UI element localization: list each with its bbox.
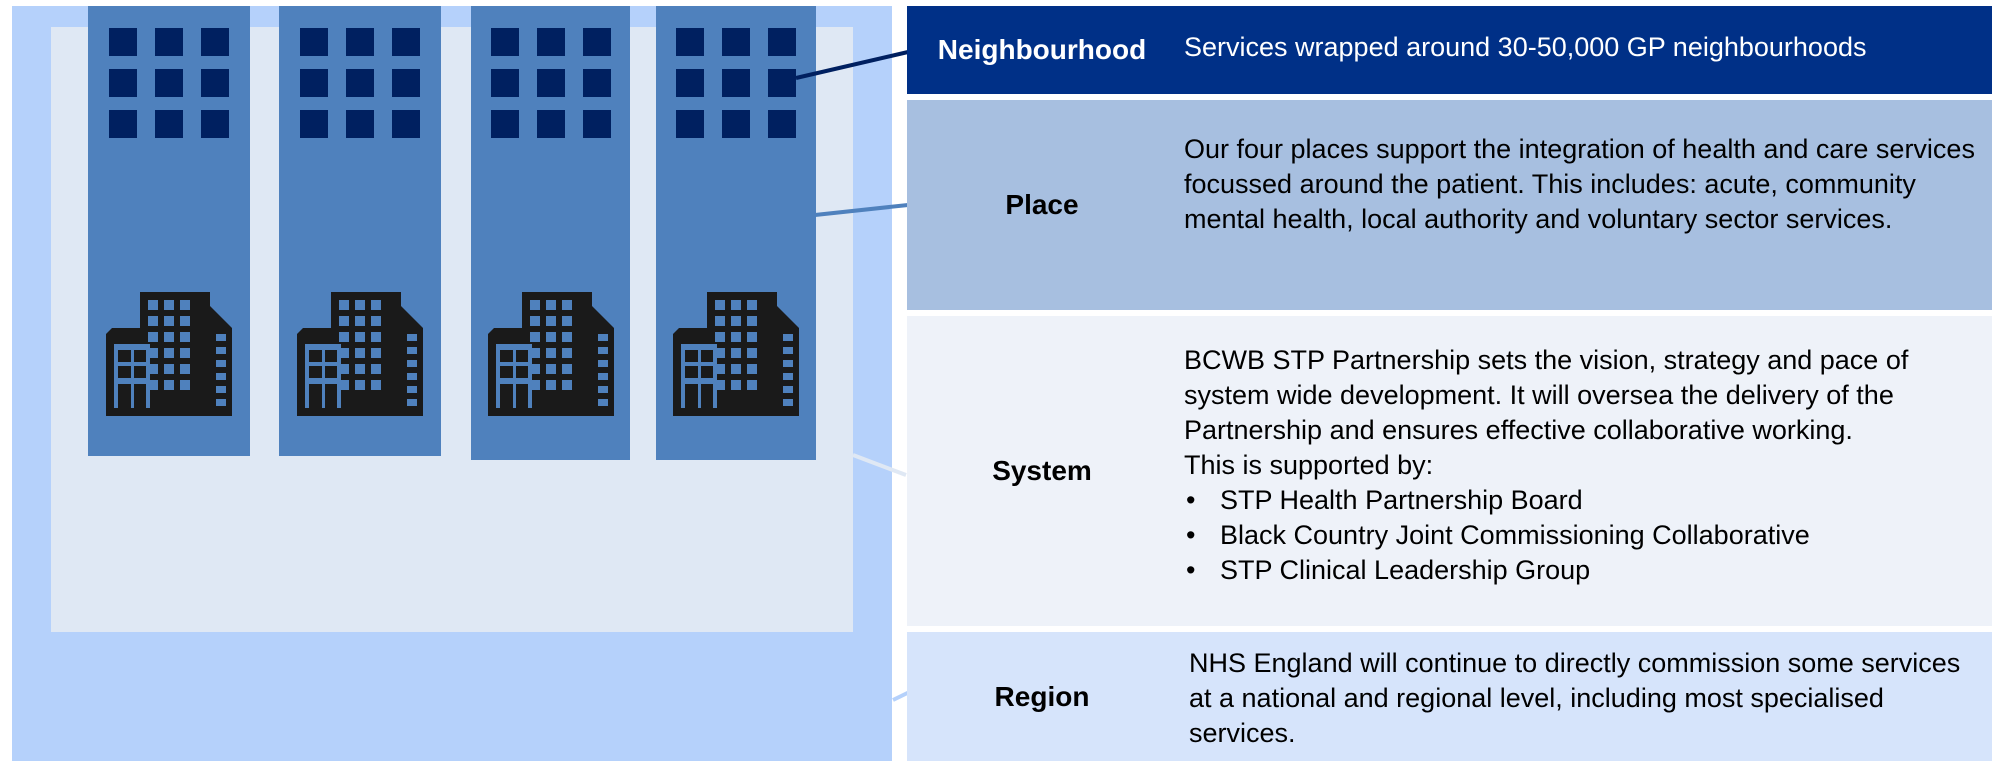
place-column-2 xyxy=(279,6,441,456)
gp-neighbourhood-square xyxy=(155,69,183,97)
row-system: System BCWB STP Partnership sets the vis… xyxy=(907,316,1992,626)
gp-neighbourhood-square xyxy=(392,110,420,138)
gp-neighbourhood-square xyxy=(155,28,183,56)
place-column-3 xyxy=(471,6,630,460)
gp-neighbourhood-square xyxy=(490,110,519,138)
gp-neighbourhood-square xyxy=(722,110,750,138)
gp-neighbourhood-square xyxy=(392,69,420,97)
gp-neighbourhood-square xyxy=(346,69,374,97)
building-icon xyxy=(295,288,425,418)
gp-neighbourhood-square xyxy=(582,110,611,138)
gp-neighbourhood-square xyxy=(392,28,420,56)
label-place: Place xyxy=(1005,189,1079,220)
gp-neighbourhood-square xyxy=(722,28,750,56)
gp-neighbourhood-square xyxy=(201,28,229,56)
text-place: Our four places support the integration … xyxy=(1184,134,1975,234)
system-description: BCWB STP Partnership sets the vision, st… xyxy=(1184,345,1909,445)
gp-neighbourhood-square xyxy=(768,110,796,138)
gp-neighbourhood-square xyxy=(300,69,328,97)
list-item: Black Country Joint Commissioning Collab… xyxy=(1184,518,1982,553)
gp-neighbourhood-square xyxy=(300,28,328,56)
gp-neighbourhood-square xyxy=(582,69,611,97)
gp-neighbourhood-square xyxy=(676,69,704,97)
label-neighbourhood: Neighbourhood xyxy=(937,34,1147,65)
gp-neighbourhood-square xyxy=(582,28,611,56)
label-system: System xyxy=(992,455,1092,486)
system-supported-by: This is supported by: xyxy=(1184,450,1434,480)
gp-neighbourhood-square xyxy=(536,28,565,56)
gp-neighbourhood-square xyxy=(201,110,229,138)
text-system: BCWB STP Partnership sets the vision, st… xyxy=(1184,343,1982,588)
gp-neighbourhood-square xyxy=(109,28,137,56)
row-region: Region NHS England will continue to dire… xyxy=(907,632,1992,761)
text-region: NHS England will continue to directly co… xyxy=(1189,648,1961,748)
gp-neighbourhood-square xyxy=(490,28,519,56)
building-icon xyxy=(104,288,234,418)
list-item: STP Clinical Leadership Group xyxy=(1184,553,1982,588)
gp-neighbourhood-square xyxy=(346,28,374,56)
gp-neighbourhood-square xyxy=(768,69,796,97)
gp-neighbourhood-square xyxy=(722,69,750,97)
gp-neighbourhood-square xyxy=(536,110,565,138)
gp-neighbourhood-square xyxy=(109,110,137,138)
gp-neighbourhood-square xyxy=(676,28,704,56)
gp-neighbourhood-square xyxy=(300,110,328,138)
gp-neighbourhood-square xyxy=(346,110,374,138)
text-neighbourhood: Services wrapped around 30-50,000 GP nei… xyxy=(1184,32,1867,62)
row-neighbourhood: Neighbourhood Services wrapped around 30… xyxy=(907,6,1992,94)
label-region: Region xyxy=(994,680,1090,712)
gp-neighbourhood-square xyxy=(490,69,519,97)
place-column-1 xyxy=(88,6,250,456)
place-column-4 xyxy=(656,6,816,460)
gp-neighbourhood-square xyxy=(768,28,796,56)
gp-neighbourhood-square xyxy=(676,110,704,138)
gp-neighbourhood-square xyxy=(155,110,183,138)
building-icon xyxy=(486,288,616,418)
gp-neighbourhood-square xyxy=(109,69,137,97)
list-item: STP Health Partnership Board xyxy=(1184,483,1982,518)
building-icon xyxy=(671,288,801,418)
gp-neighbourhood-square xyxy=(201,69,229,97)
gp-neighbourhood-square xyxy=(536,69,565,97)
system-bullet-list: STP Health Partnership Board Black Count… xyxy=(1184,483,1982,588)
row-place: Place Our four places support the integr… xyxy=(907,100,1992,310)
